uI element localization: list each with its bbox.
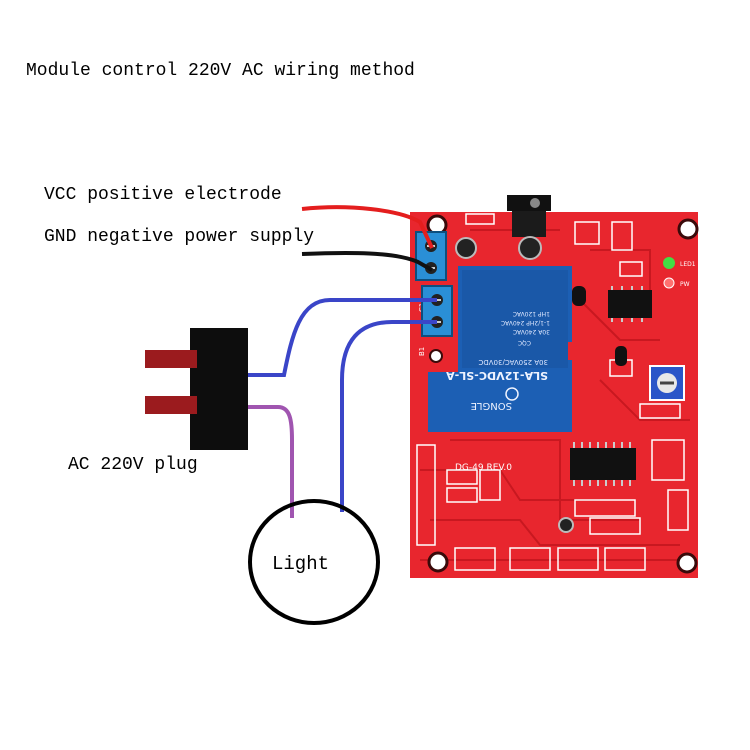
relay-cert: CQC xyxy=(518,339,531,346)
led1-label: LED1 xyxy=(680,261,696,268)
light-label: Light xyxy=(272,553,330,575)
led-green xyxy=(663,257,675,269)
terminal-block-relay xyxy=(421,285,453,337)
potentiometer xyxy=(649,365,685,401)
transistor xyxy=(615,346,627,366)
b1-label: B1 xyxy=(418,347,426,356)
relay-brand: SONGLE xyxy=(471,400,512,411)
plug-pin xyxy=(145,350,197,368)
capacitor xyxy=(455,237,477,259)
vcc-wire-red xyxy=(301,205,434,249)
vcc-label: VCC positive electrode xyxy=(44,185,282,205)
plug-label: AC 220V plug xyxy=(68,455,198,475)
ic-large xyxy=(570,442,636,486)
relay-module-board: LED1 PW xyxy=(410,195,699,578)
plug-pin xyxy=(145,396,197,414)
relay-rating-3: 1-1/2HP 240VAC xyxy=(501,319,550,326)
gnd-label: GND negative power supply xyxy=(44,227,315,247)
relay-rating-4: 1HP 120VAC xyxy=(513,310,550,317)
silkscreen xyxy=(416,213,689,571)
ac-plug xyxy=(145,328,248,450)
led-red xyxy=(663,277,675,289)
capacitor xyxy=(558,517,574,533)
light-bulb-circle xyxy=(248,499,380,625)
relay-logo-icon xyxy=(505,387,519,401)
voltage-regulator xyxy=(507,195,551,237)
svg-text:30A 240VAC 1-1/2HP 240: 30A 240VAC 1-1/2HP 240VAC 1HP 120VAC xyxy=(499,310,550,335)
plug-to-light-wire xyxy=(246,405,294,518)
transistor xyxy=(572,286,586,306)
terminal-block-power xyxy=(415,231,447,281)
relay-rating-2: 30A 240VAC xyxy=(513,328,550,335)
capacitor xyxy=(518,236,542,260)
relay-model: SLA-12VDC-SL-A xyxy=(446,369,548,382)
relay-rating-1: 30A 250VAC/30VDC xyxy=(478,358,548,366)
diagram-title: Module control 220V AC wiring method xyxy=(26,61,415,81)
relay-to-light-wire xyxy=(340,320,437,512)
plug-to-relay-wire xyxy=(246,298,437,377)
board-model: DG-49 REV.0 xyxy=(455,463,512,473)
pw-label: PW xyxy=(680,281,690,288)
relay: 30A 240VAC 1-1/2HP 240VAC 1HP 120VAC CQC… xyxy=(428,266,572,432)
ic-small xyxy=(608,286,652,322)
gnd-wire-black xyxy=(301,250,433,272)
plug-body xyxy=(190,328,248,450)
